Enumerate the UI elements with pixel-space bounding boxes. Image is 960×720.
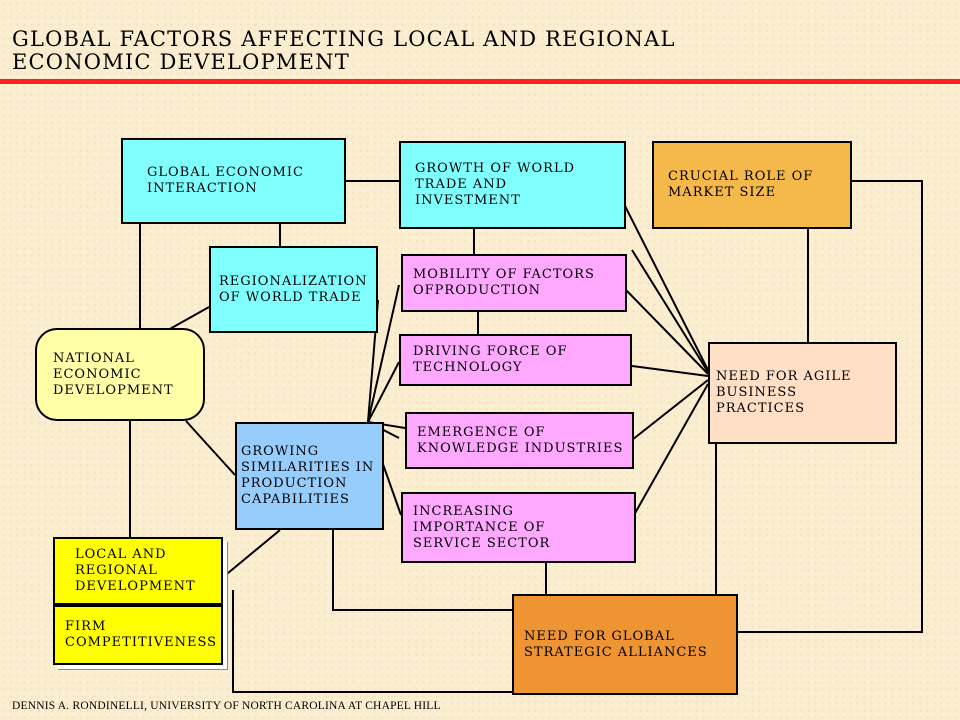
box-label: FIRM COMPETITIVENESS [65,619,218,650]
box-global-economic-interaction: GLOBAL ECONOMIC INTERACTION [121,138,346,224]
box-emergence-of-knowledge-industries: EMERGENCE OF KNOWLEDGE INDUSTRIES [405,412,634,469]
box-label: CRUCIAL ROLE OF MARKET SIZE [668,169,814,200]
box-growing-similarities: GROWING SIMILARITIES IN PRODUCTION CAPAB… [235,422,384,530]
box-label: NATIONAL ECONOMIC DEVELOPMENT [53,350,174,398]
box-mobility-of-factors: MOBILITY OF FACTORS OFPRODUCTION [401,254,627,312]
box-label: NEED FOR GLOBAL STRATEGIC ALLIANCES [524,628,708,660]
box-firm-competitiveness: FIRM COMPETITIVENESS [53,605,223,665]
box-growth-of-world-trade: GROWTH OF WORLD TRADE AND INVESTMENT [399,141,626,229]
box-label: GLOBAL ECONOMIC INTERACTION [147,165,304,196]
box-national-economic-development: NATIONAL ECONOMIC DEVELOPMENT [35,328,205,421]
box-label: GROWTH OF WORLD TRADE AND INVESTMENT [415,161,576,208]
footer-credit: DENNIS A. RONDINELLI, UNIVERSITY OF NORT… [12,700,441,712]
box-increasing-importance-of-service-sector: INCREASING IMPORTANCE OF SERVICE SECTOR [401,492,636,563]
box-label: NEED FOR AGILE BUSINESS PRACTICES [716,369,852,416]
box-crucial-role-market-size: CRUCIAL ROLE OF MARKET SIZE [652,141,852,229]
box-label: MOBILITY OF FACTORS OFPRODUCTION [413,267,595,298]
title-line-2: ECONOMIC DEVELOPMENT [12,50,350,74]
title-line-1: GLOBAL FACTORS AFFECTING LOCAL AND REGIO… [12,27,676,51]
box-need-for-global-strategic-alliances: NEED FOR GLOBAL STRATEGIC ALLIANCES [512,594,738,695]
box-local-and-regional-development: LOCAL AND REGIONAL DEVELOPMENT [53,537,223,605]
box-label: REGIONALIZATION OF WORLD TRADE [219,273,368,305]
box-label: EMERGENCE OF KNOWLEDGE INDUSTRIES [417,424,624,456]
box-label: GROWING SIMILARITIES IN PRODUCTION CAPAB… [241,444,375,507]
box-need-for-agile-business-practices: NEED FOR AGILE BUSINESS PRACTICES [708,342,897,444]
box-driving-force-of-technology: DRIVING FORCE OF TECHNOLOGY [399,334,632,386]
title-underline [0,79,960,84]
box-label: DRIVING FORCE OF TECHNOLOGY [413,344,568,375]
page-title: GLOBAL FACTORS AFFECTING LOCAL AND REGIO… [12,28,912,74]
box-label: LOCAL AND REGIONAL DEVELOPMENT [75,547,196,594]
box-regionalization-of-world-trade: REGIONALIZATION OF WORLD TRADE [209,246,378,333]
box-label: INCREASING IMPORTANCE OF SERVICE SECTOR [413,503,551,551]
